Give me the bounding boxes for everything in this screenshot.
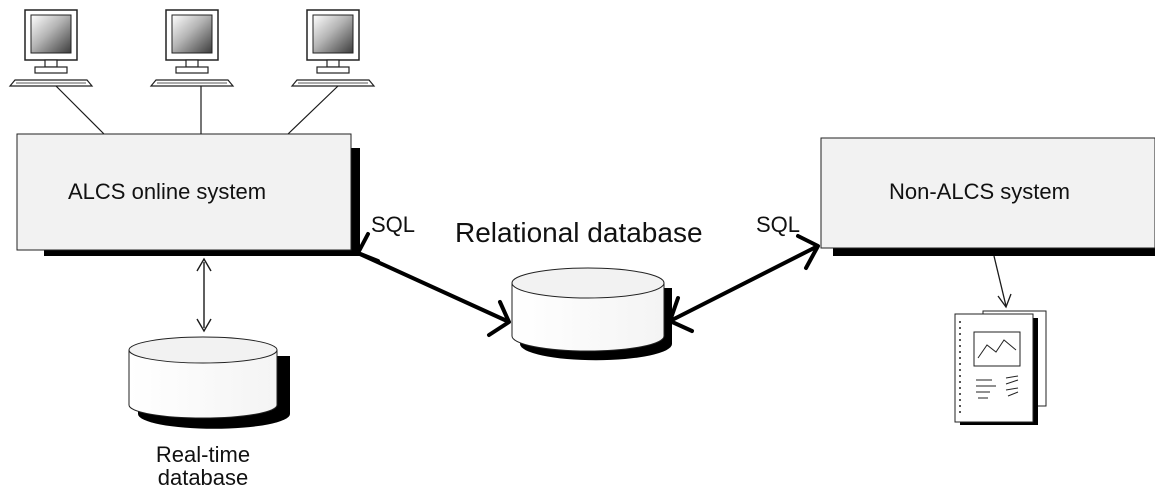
alcs-realtime-arrow (196, 257, 212, 333)
realtime-database-cylinder (128, 336, 290, 429)
non-alcs-report-arrow (993, 255, 1012, 309)
relational-database-cylinder (511, 267, 672, 361)
sql-left-label: SQL (371, 212, 415, 237)
realtime-database-label-line1: Real-time (156, 442, 250, 467)
alcs-online-system-label: ALCS online system (68, 179, 266, 204)
alcs-online-system-box: ALCS online system (16, 133, 360, 256)
non-alcs-system-box: Non-ALCS system (820, 137, 1155, 256)
terminal-3 (290, 9, 376, 87)
report-document-icon (954, 310, 1047, 425)
terminal-2 (149, 9, 235, 87)
non-alcs-system-label: Non-ALCS system (889, 179, 1070, 204)
realtime-database-label-line2: database (158, 465, 249, 487)
terminal-1 (8, 9, 94, 87)
terminal-3-link (287, 85, 339, 135)
sql-right-label: SQL (756, 212, 800, 237)
terminal-connections (55, 85, 339, 135)
sql-right-arrow (668, 234, 820, 333)
sql-left-arrow (356, 232, 511, 337)
terminal-1-link (55, 85, 105, 135)
relational-database-label: Relational database (455, 217, 703, 248)
